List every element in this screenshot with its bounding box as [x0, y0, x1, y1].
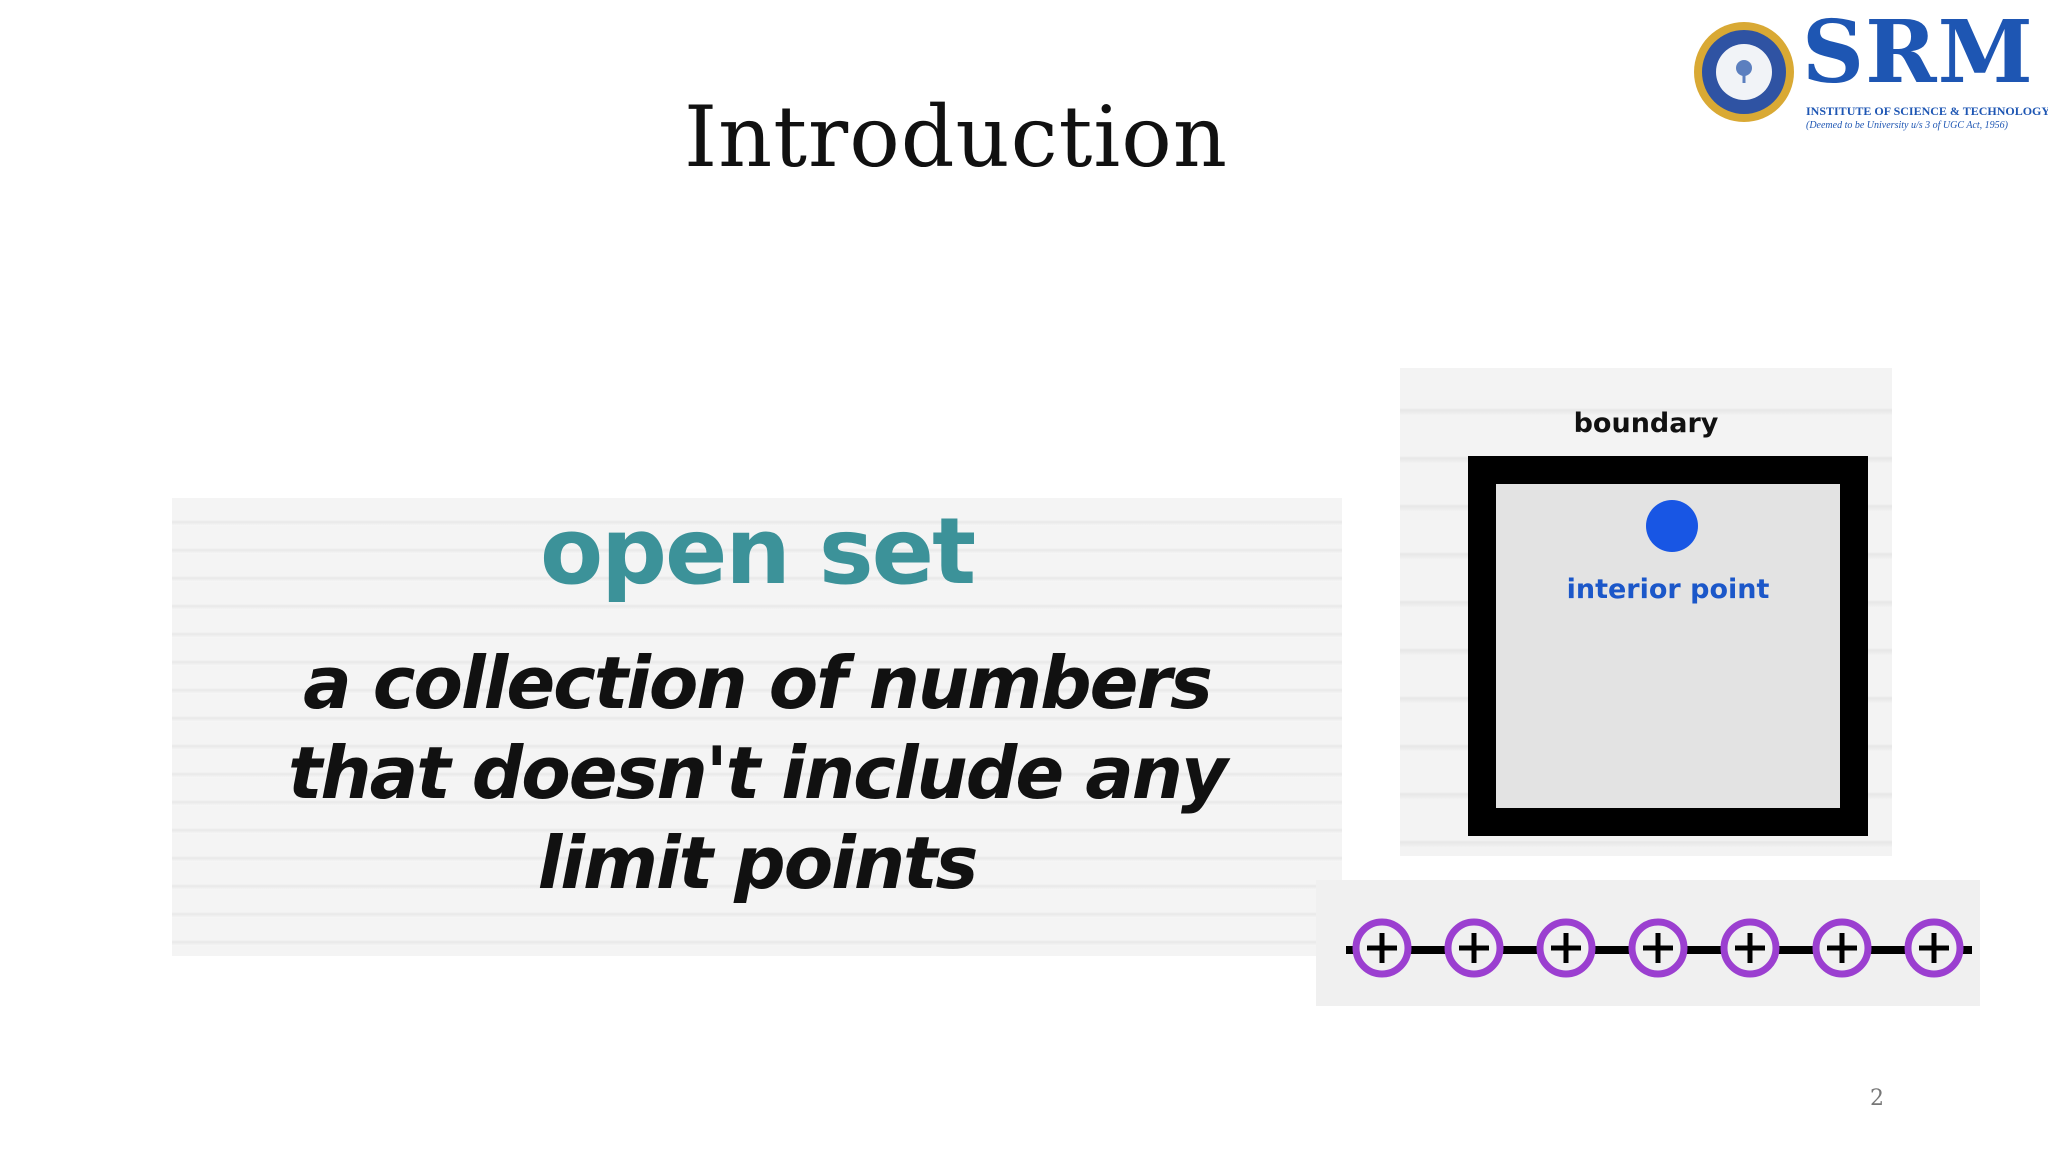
- number-line: [1346, 918, 1972, 978]
- interior-point-dot: [1646, 500, 1698, 552]
- srm-logo: SRM INSTITUTE OF SCIENCE & TECHNOLOGY (D…: [1694, 10, 2048, 138]
- open-set-definition: a collection of numbers that doesn't inc…: [172, 638, 1342, 908]
- open-point-marker: [1904, 918, 1964, 978]
- open-set-heading: open set: [539, 498, 976, 605]
- open-point-marker: [1628, 918, 1688, 978]
- open-point-marker: [1352, 918, 1412, 978]
- open-point-marker: [1444, 918, 1504, 978]
- interior-point-label: interior point: [1566, 574, 1770, 605]
- set-interior: interior point: [1496, 484, 1840, 808]
- tree-icon: [1736, 60, 1752, 83]
- boundary-diagram: boundary interior point: [1400, 368, 1892, 856]
- boundary-square: interior point: [1468, 456, 1868, 836]
- definition-line-2: that doesn't include any: [288, 731, 1228, 815]
- logo-tagline: (Deemed to be University u/s 3 of UGC Ac…: [1806, 120, 2008, 131]
- slide-title: Introduction: [684, 88, 1228, 186]
- definition-line-1: a collection of numbers: [303, 641, 1213, 725]
- page-number: 2: [1870, 1086, 1884, 1111]
- boundary-label: boundary: [1573, 408, 1719, 439]
- number-line-image: [1316, 880, 1980, 1006]
- university-seal-icon: [1694, 22, 1794, 122]
- logo-wordmark: SRM: [1802, 2, 2034, 103]
- definition-line-3: limit points: [537, 821, 979, 905]
- open-set-definition-image: open set a collection of numbers that do…: [172, 498, 1342, 956]
- open-point-marker: [1812, 918, 1872, 978]
- open-point-marker: [1720, 918, 1780, 978]
- open-point-marker: [1536, 918, 1596, 978]
- logo-subtitle: INSTITUTE OF SCIENCE & TECHNOLOGY: [1806, 104, 2048, 118]
